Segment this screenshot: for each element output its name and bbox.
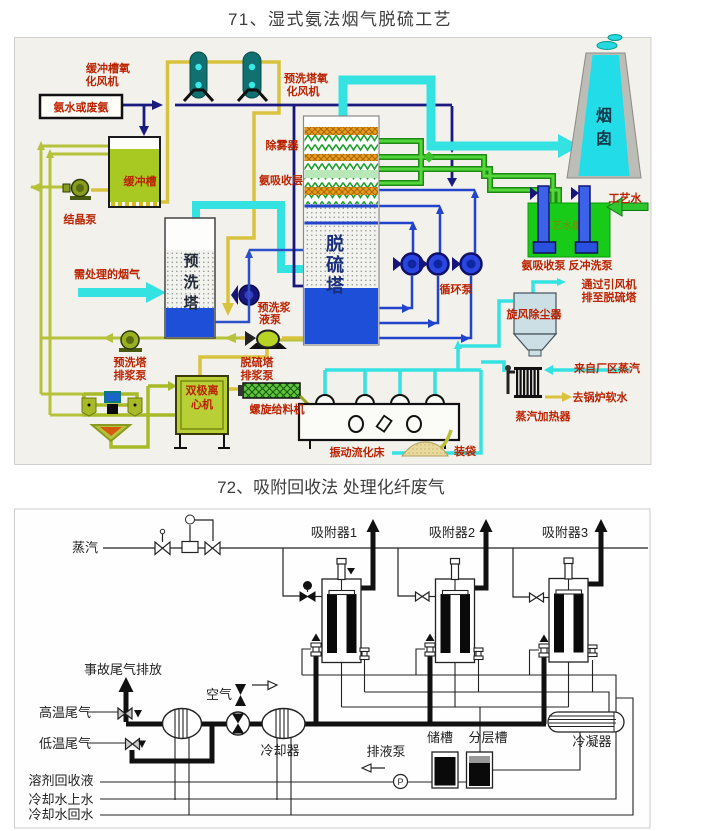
- svg-text:工艺水槽: 工艺水槽: [542, 219, 582, 232]
- svg-text:P: P: [397, 777, 403, 787]
- svg-text:吸附器1: 吸附器1: [311, 525, 357, 540]
- svg-text:工艺水: 工艺水: [609, 191, 643, 205]
- svg-text:预洗塔氧: 预洗塔氧: [284, 71, 328, 85]
- svg-text:双极离: 双极离: [186, 383, 219, 397]
- svg-text:塔: 塔: [326, 275, 345, 296]
- svg-text:蒸汽加热器: 蒸汽加热器: [516, 409, 572, 423]
- svg-text:硫: 硫: [326, 254, 344, 275]
- svg-text:储槽: 储槽: [427, 730, 453, 745]
- svg-text:除雾器: 除雾器: [266, 138, 300, 152]
- svg-text:分层槽: 分层槽: [468, 730, 507, 745]
- svg-text:旋风除尘器: 旋风除尘器: [506, 307, 563, 321]
- svg-text:排液泵: 排液泵: [366, 744, 405, 759]
- svg-text:溶剂回收液: 溶剂回收液: [28, 773, 93, 788]
- svg-text:化风机: 化风机: [287, 84, 320, 98]
- svg-text:氨吸收泵 反冲洗泵: 氨吸收泵 反冲洗泵: [521, 258, 612, 272]
- svg-text:螺旋给料机: 螺旋给料机: [250, 402, 305, 416]
- svg-text:冷凝器: 冷凝器: [572, 734, 611, 749]
- svg-text:预: 预: [183, 253, 198, 270]
- svg-text:来自厂区蒸汽: 来自厂区蒸汽: [573, 361, 640, 375]
- svg-text:冷却水上水: 冷却水上水: [28, 792, 93, 807]
- svg-text:预洗浆: 预洗浆: [258, 300, 292, 314]
- svg-text:洗: 洗: [183, 273, 198, 291]
- svg-text:缓冲槽: 缓冲槽: [124, 174, 157, 188]
- svg-text:71、湿式氨法烟气脱硫工艺: 71、湿式氨法烟气脱硫工艺: [228, 10, 452, 29]
- svg-text:烟: 烟: [596, 106, 612, 125]
- svg-text:液泵: 液泵: [259, 312, 281, 326]
- svg-text:排浆泵: 排浆泵: [114, 368, 147, 382]
- svg-text:脱: 脱: [326, 233, 344, 254]
- svg-text:空气: 空气: [206, 687, 232, 702]
- svg-text:振动流化床: 振动流化床: [330, 445, 386, 459]
- svg-text:72、吸附回收法 处理化纤废气: 72、吸附回收法 处理化纤废气: [217, 478, 445, 497]
- svg-text:化风机: 化风机: [86, 74, 119, 88]
- svg-text:排至脱硫塔: 排至脱硫塔: [582, 290, 638, 304]
- svg-text:蒸汽: 蒸汽: [72, 540, 98, 555]
- svg-text:预洗塔: 预洗塔: [114, 355, 148, 369]
- svg-text:囱: 囱: [596, 129, 612, 148]
- svg-text:冷却水回水: 冷却水回水: [28, 807, 93, 822]
- svg-text:心机: 心机: [191, 397, 213, 411]
- svg-text:排浆泵: 排浆泵: [241, 368, 274, 382]
- svg-text:通过引风机: 通过引风机: [582, 277, 637, 291]
- svg-text:氨水或废氨: 氨水或废氨: [54, 100, 109, 114]
- svg-text:装袋: 装袋: [453, 444, 477, 458]
- svg-text:高温尾气: 高温尾气: [39, 705, 91, 720]
- svg-text:事故尾气排放: 事故尾气排放: [84, 662, 162, 677]
- svg-text:缓冲槽氧: 缓冲槽氧: [86, 61, 130, 75]
- svg-text:循环泵: 循环泵: [440, 282, 473, 296]
- svg-text:冷却器: 冷却器: [260, 743, 299, 758]
- svg-text:低温尾气: 低温尾气: [39, 736, 91, 751]
- svg-text:需处理的烟气: 需处理的烟气: [74, 267, 140, 281]
- svg-text:氨吸收层: 氨吸收层: [259, 173, 303, 187]
- svg-text:吸附器3: 吸附器3: [542, 525, 588, 540]
- svg-text:塔: 塔: [183, 294, 199, 312]
- svg-text:吸附器2: 吸附器2: [429, 525, 475, 540]
- svg-text:脱硫塔: 脱硫塔: [241, 355, 275, 369]
- svg-text:去锅炉软水: 去锅炉软水: [573, 390, 629, 404]
- svg-text:结晶泵: 结晶泵: [63, 212, 97, 226]
